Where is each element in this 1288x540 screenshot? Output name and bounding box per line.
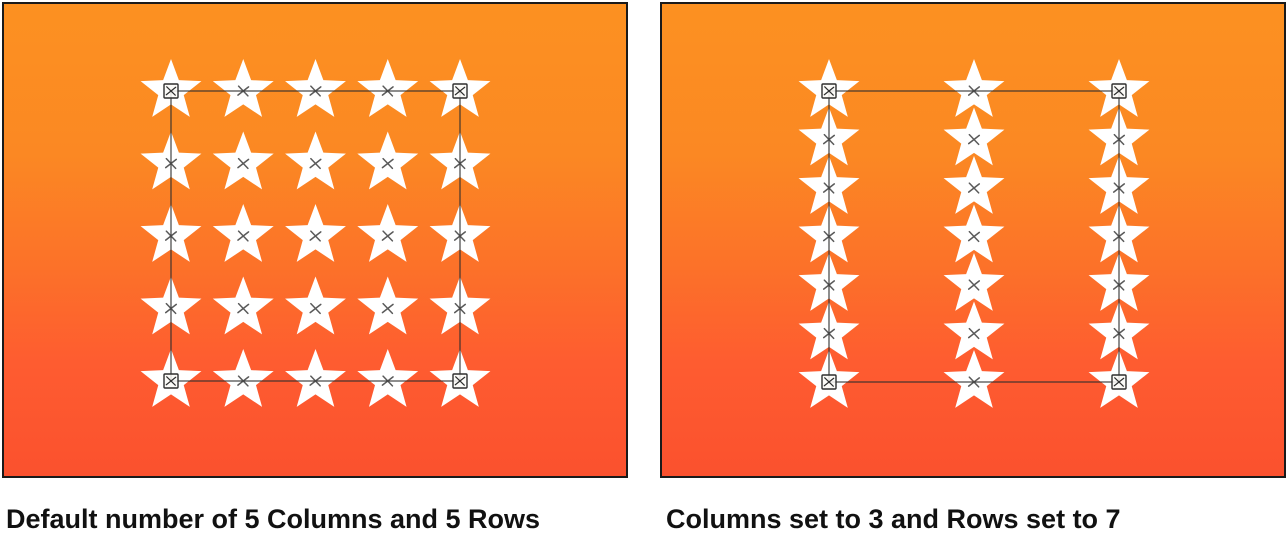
star-shape bbox=[943, 301, 1005, 360]
anchor-x-icon bbox=[967, 327, 981, 340]
star-shape bbox=[285, 349, 346, 407]
anchor-x-icon bbox=[967, 182, 981, 194]
anchor-x-icon bbox=[967, 376, 981, 388]
anchor-x-icon bbox=[822, 230, 836, 243]
caption-default-grid: Default number of 5 Columns and 5 Rows bbox=[6, 504, 541, 534]
anchor-x-icon bbox=[822, 133, 836, 146]
anchor-x-icon bbox=[1112, 182, 1126, 194]
star-shape bbox=[357, 276, 419, 335]
star-shape bbox=[943, 59, 1005, 117]
star-shape bbox=[285, 131, 346, 190]
star-shape bbox=[943, 107, 1005, 166]
anchor-x-icon bbox=[309, 230, 322, 242]
anchor-x-icon bbox=[822, 279, 836, 291]
star-shape bbox=[357, 204, 419, 262]
selection-handle[interactable] bbox=[821, 83, 837, 99]
anchor-x-icon bbox=[237, 302, 250, 315]
anchor-x-icon bbox=[967, 279, 981, 291]
selection-handle[interactable] bbox=[163, 373, 179, 389]
anchor-x-icon bbox=[381, 157, 394, 170]
star-shape bbox=[357, 349, 419, 407]
replicator-canvas bbox=[140, 59, 491, 407]
star-shape bbox=[943, 350, 1005, 408]
star-shape bbox=[357, 131, 419, 190]
anchor-x-icon bbox=[1112, 279, 1126, 291]
anchor-x-icon bbox=[309, 157, 322, 170]
anchor-x-icon bbox=[164, 230, 178, 242]
anchor-x-icon bbox=[1112, 133, 1126, 146]
anchor-x-icon bbox=[967, 85, 981, 97]
anchor-x-icon bbox=[164, 302, 178, 315]
star-shape bbox=[212, 131, 274, 190]
anchor-x-icon bbox=[822, 182, 836, 194]
anchor-x-icon bbox=[1112, 327, 1126, 340]
canvas-panel-custom-grid[interactable] bbox=[660, 2, 1286, 478]
anchor-x-icon bbox=[453, 157, 467, 170]
anchor-x-icon bbox=[309, 302, 322, 315]
anchor-x-icon bbox=[453, 230, 467, 242]
anchor-x-icon bbox=[381, 230, 394, 242]
selection-handle[interactable] bbox=[1111, 83, 1127, 99]
star-shape bbox=[943, 156, 1005, 214]
star-shape bbox=[357, 59, 419, 117]
star-shape bbox=[943, 204, 1005, 263]
selection-handle[interactable] bbox=[163, 83, 179, 99]
anchor-x-icon bbox=[309, 85, 322, 97]
anchor-x-icon bbox=[967, 133, 981, 146]
replicator-canvas bbox=[798, 59, 1150, 408]
anchor-x-icon bbox=[381, 302, 394, 315]
star-shape bbox=[943, 253, 1005, 311]
anchor-x-icon bbox=[453, 302, 467, 315]
anchor-x-icon bbox=[967, 230, 981, 243]
star-shape bbox=[285, 204, 346, 262]
star-shape bbox=[212, 349, 274, 407]
selection-handle[interactable] bbox=[821, 374, 837, 390]
anchor-x-icon bbox=[822, 327, 836, 340]
anchor-x-icon bbox=[237, 85, 250, 97]
star-shape bbox=[285, 276, 346, 335]
anchor-x-icon bbox=[309, 375, 322, 387]
star-shape bbox=[285, 59, 346, 117]
star-shape bbox=[212, 276, 274, 335]
anchor-x-icon bbox=[381, 375, 394, 387]
star-shape bbox=[212, 59, 274, 117]
selection-handle[interactable] bbox=[452, 83, 468, 99]
anchor-x-icon bbox=[237, 157, 250, 170]
anchor-x-icon bbox=[1112, 230, 1126, 243]
anchor-x-icon bbox=[381, 85, 394, 97]
caption-custom-grid: Columns set to 3 and Rows set to 7 bbox=[666, 504, 1121, 534]
selection-handle[interactable] bbox=[1111, 374, 1127, 390]
star-shape bbox=[212, 204, 274, 262]
anchor-x-icon bbox=[237, 375, 250, 387]
canvas-panel-default-grid[interactable] bbox=[2, 2, 628, 478]
anchor-x-icon bbox=[164, 157, 178, 170]
selection-handle[interactable] bbox=[452, 373, 468, 389]
anchor-x-icon bbox=[237, 230, 250, 242]
